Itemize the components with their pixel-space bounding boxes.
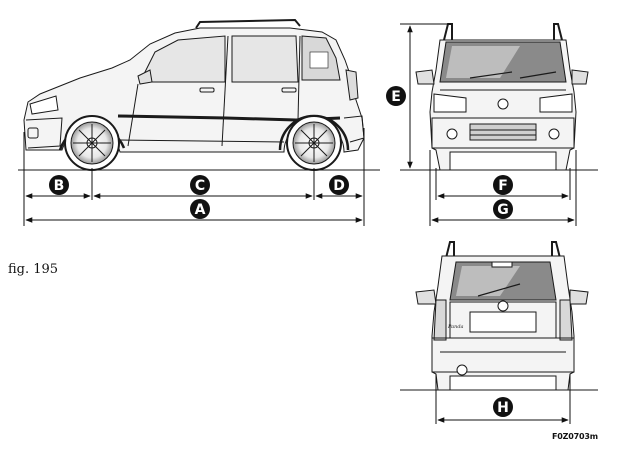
rear-lamp-left <box>433 299 447 341</box>
front-bumper-face <box>431 117 575 149</box>
rear-spoiler-light <box>491 261 513 268</box>
front-logo <box>497 98 509 110</box>
dimension-label-g: G <box>497 202 509 218</box>
dimension-badge-g: G <box>493 199 513 219</box>
rear-lamp-right <box>559 299 573 341</box>
dimension-badge-f: F <box>493 175 513 195</box>
side-dimension-lines <box>23 128 365 226</box>
side-mirror <box>137 69 153 85</box>
door-split-front <box>221 35 229 147</box>
rear-view <box>400 241 598 391</box>
front-mirror-right <box>571 69 589 85</box>
dimension-label-e: E <box>391 89 401 105</box>
rear-quarter-panel-highlight <box>309 51 329 69</box>
front-headlight-left <box>433 93 467 113</box>
front-roof-rail-right <box>553 23 563 41</box>
front-foglight-right <box>548 128 560 140</box>
rear-bumper <box>431 337 575 373</box>
rear-lamp <box>345 69 359 101</box>
dimension-label-a: A <box>195 202 206 218</box>
rear-mirror-right <box>569 289 589 305</box>
wiper <box>469 71 557 79</box>
side-front-window <box>139 35 226 83</box>
front-headlight-right <box>539 93 573 113</box>
front-dimension-lines <box>400 23 577 226</box>
dimension-badge-a: A <box>190 199 210 219</box>
rear-roof-rail-left <box>445 241 455 259</box>
rear-door-handle <box>281 87 297 93</box>
front-headlight <box>29 95 59 115</box>
dimension-label-c: C <box>195 178 205 194</box>
rear-model-badge: Panda <box>447 324 464 330</box>
rear-wheel <box>286 115 342 171</box>
dimension-badge-b: B <box>49 175 69 195</box>
rear-logo <box>497 300 509 312</box>
dimension-label-b: B <box>54 178 65 194</box>
rear-dimension-lines <box>435 374 571 424</box>
front-wheel <box>64 115 120 171</box>
front-foglight <box>27 127 39 139</box>
dimension-label-f: F <box>498 178 508 194</box>
dimension-badge-d: D <box>329 175 349 195</box>
front-door-handle <box>199 87 215 93</box>
image-code: F0Z0703m <box>552 432 598 441</box>
door-split-rear <box>297 35 301 121</box>
rear-roof-rail-right <box>551 241 561 259</box>
figure-caption: fig. 195 <box>8 262 59 277</box>
dimension-badge-h: H <box>493 397 513 417</box>
front-bumper <box>25 117 63 149</box>
roof-rail <box>195 18 301 29</box>
rear-mirror-left <box>415 289 437 305</box>
side-rear-window <box>231 35 299 83</box>
exhaust-pipe <box>456 364 468 376</box>
front-air-intake <box>469 123 537 141</box>
rear-bumper-side <box>343 115 365 143</box>
side-sill <box>119 139 285 143</box>
front-view <box>400 23 598 171</box>
model-badge-text: Panda <box>447 324 464 330</box>
plate-recess <box>469 311 537 333</box>
dimension-label-d: D <box>333 178 345 194</box>
dimension-badge-c: C <box>190 175 210 195</box>
front-mirror-left <box>415 69 435 85</box>
front-foglight-left <box>446 128 458 140</box>
rear-wiper <box>477 283 521 297</box>
dimension-badge-e: E <box>386 86 406 106</box>
windshield-reflection <box>446 46 520 78</box>
dimension-label-h: H <box>497 400 509 416</box>
front-roof-rail-left <box>443 23 453 41</box>
